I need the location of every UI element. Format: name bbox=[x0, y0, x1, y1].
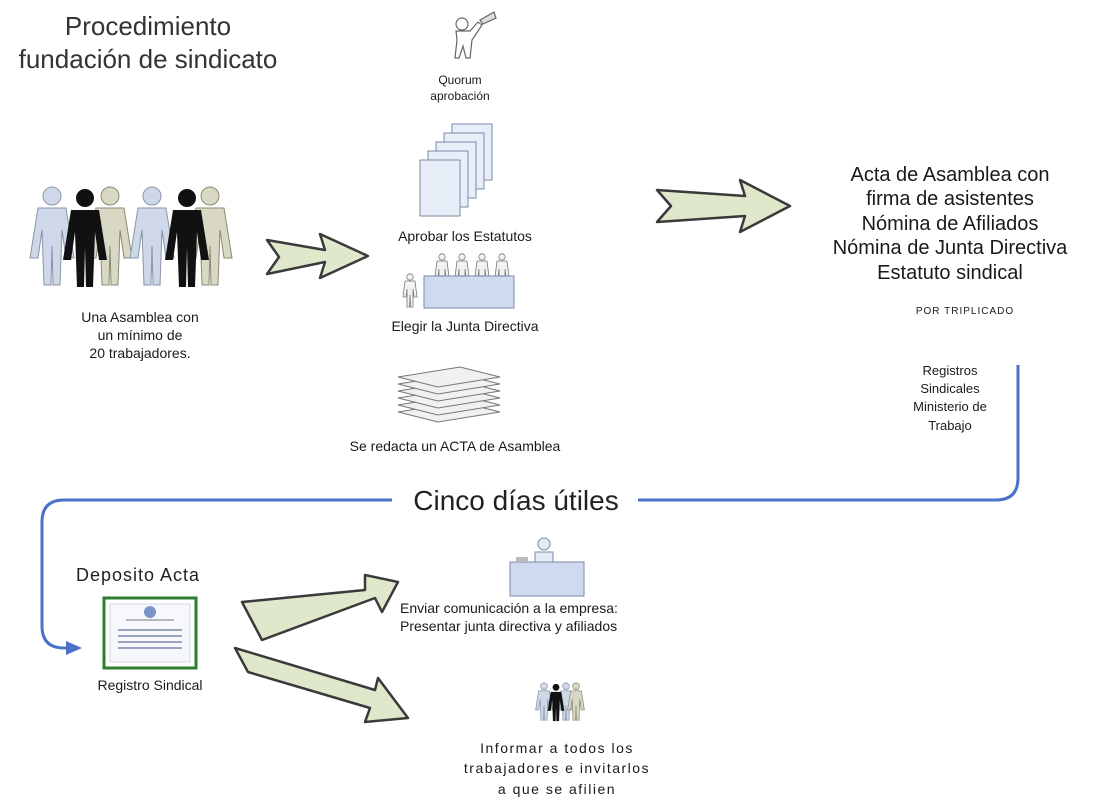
document-item: Nómina de Junta Directiva bbox=[832, 237, 1068, 260]
document-item: Nómina de Afiliados bbox=[861, 212, 1039, 235]
title-line-2: fundación de sindicato bbox=[18, 43, 278, 74]
elect-board-label: Elegir la Junta Directiva bbox=[391, 318, 539, 334]
registry-line-3: Ministerio de bbox=[913, 399, 987, 415]
assembly-line-1: Una Asamblea con bbox=[81, 309, 199, 325]
inform-workers-line-3: a que se afilien bbox=[497, 780, 617, 797]
triplicate-note: POR TRIPLICADO bbox=[915, 306, 1015, 317]
assembly-line-3: 20 trabajadores. bbox=[89, 345, 191, 362]
approve-statutes-label: Aprobar los Estatutos bbox=[398, 228, 532, 244]
quorum-line-2: aprobación bbox=[430, 88, 490, 103]
registry-label: Registros Sindicales Ministerio de Traba… bbox=[895, 362, 1005, 435]
notify-company-line-2: Presentar junta directiva y afiliados bbox=[400, 618, 618, 635]
worker-group-icon bbox=[535, 682, 585, 722]
people-group-icon bbox=[29, 186, 233, 287]
document-item: firma de asistentes bbox=[866, 188, 1034, 211]
diagram-title: Procedimiento fundación de sindicato bbox=[10, 10, 286, 75]
draft-acta-label: Se redacta un ACTA de Asamblea bbox=[349, 438, 561, 454]
documents-stack-icon bbox=[419, 123, 493, 217]
registry-line-1: Registros bbox=[922, 363, 978, 378]
document-item: Acta de Asamblea con bbox=[850, 164, 1050, 186]
notify-company-line-1: Enviar comunicación a la empresa: bbox=[400, 600, 618, 616]
arrow-right-icon bbox=[265, 232, 370, 280]
desk-person-icon bbox=[509, 537, 585, 597]
inform-workers-label: Informar a todos los trabajadores e invi… bbox=[432, 738, 682, 799]
quorum-label: Quorum aprobación bbox=[410, 73, 510, 104]
certificate-icon bbox=[102, 596, 198, 670]
papers-pile-icon bbox=[397, 366, 501, 423]
board-meeting-icon bbox=[402, 253, 515, 309]
arrow-right-icon bbox=[240, 573, 400, 642]
arrow-right-icon bbox=[233, 646, 410, 724]
deposit-label: Registro Sindical bbox=[97, 677, 203, 693]
document-item: Estatuto sindical bbox=[877, 261, 1023, 284]
inform-workers-line-1: Informar a todos los bbox=[480, 740, 634, 756]
inform-workers-line-2: trabajadores e invitarlos bbox=[463, 760, 651, 777]
flow-line bbox=[40, 365, 1020, 655]
notify-company-label: Enviar comunicación a la empresa: Presen… bbox=[400, 599, 618, 635]
arrow-right-icon bbox=[655, 178, 792, 234]
deadline-label: Cinco días útiles bbox=[413, 485, 619, 516]
assembly-label: Una Asamblea con un mínimo de 20 trabaja… bbox=[40, 308, 240, 363]
registry-line-2: Sindicales bbox=[920, 381, 980, 397]
speaker-icon bbox=[454, 11, 497, 59]
deposit-title: Deposito Acta bbox=[76, 565, 201, 585]
quorum-line-1: Quorum bbox=[438, 73, 482, 87]
assembly-line-2: un mínimo de bbox=[97, 327, 183, 344]
registry-line-4: Trabajo bbox=[928, 417, 972, 433]
title-line-1: Procedimiento bbox=[64, 11, 232, 41]
documents-list: Acta de Asamblea con firma de asistentes… bbox=[805, 163, 1095, 285]
